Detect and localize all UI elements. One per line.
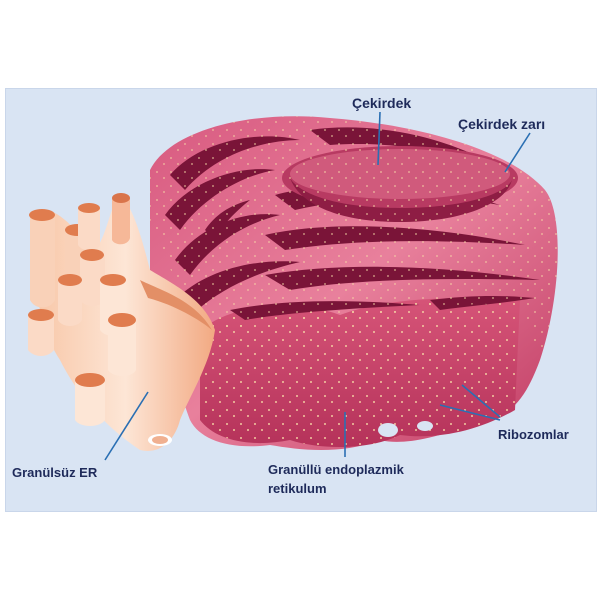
label-smooth-er: Granülsüz ER	[12, 465, 98, 480]
leader-nuclear-envelope	[504, 132, 531, 173]
leader-ribosomes-1	[461, 384, 501, 418]
label-ribosomes: Ribozomlar	[498, 427, 569, 442]
rough-er	[150, 116, 558, 450]
label-rough-er-line1: Granüllü endoplazmik	[268, 462, 404, 477]
er-fenestration	[417, 421, 433, 431]
leader-ribosomes-2	[439, 404, 501, 421]
label-rough-er-line2: retikulum	[268, 481, 327, 496]
label-nucleus: Çekirdek	[352, 95, 412, 111]
smooth-er-tubules	[28, 193, 212, 446]
er-fenestration	[378, 423, 398, 437]
smooth-er	[28, 193, 215, 451]
leader-lines	[104, 111, 531, 461]
leader-smooth-er	[104, 391, 149, 461]
leader-nucleus	[377, 111, 381, 166]
label-nuclear-envelope: Çekirdek zarı	[458, 116, 546, 132]
